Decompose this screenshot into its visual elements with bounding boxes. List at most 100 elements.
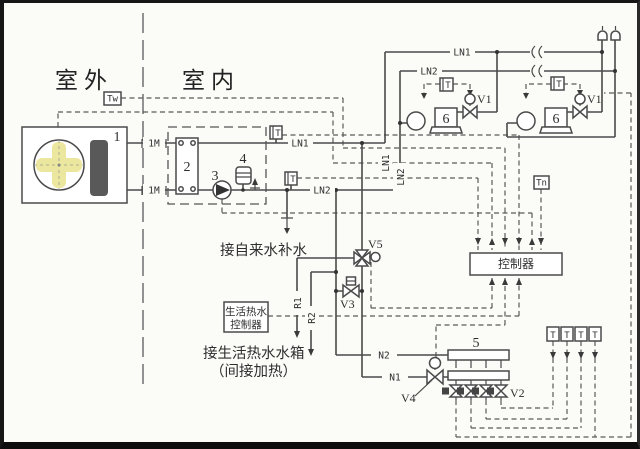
- v5-actuator-icon: [370, 251, 381, 263]
- pump-impeller: [216, 184, 230, 196]
- controller-label: 控制器: [498, 257, 534, 271]
- fan-coil-number: 6: [443, 112, 450, 127]
- v2-label: V2: [510, 386, 525, 400]
- control-line-dhw-controller: [268, 278, 520, 317]
- zone-indoor-label: 室内: [182, 68, 240, 93]
- pipe-label-ln2: LN2: [313, 186, 330, 197]
- control-line-heat-pump: [57, 111, 493, 250]
- expansion-tank-icon: [235, 166, 252, 185]
- heat-exchanger-number: 2: [184, 160, 191, 175]
- tn-sensor-box: [533, 175, 550, 190]
- fan-coil-b: 6 V1 T: [516, 76, 602, 134]
- makeup-water-icon: [281, 217, 293, 234]
- v1-label: V1: [587, 92, 602, 106]
- v1-valve-icon: [462, 104, 472, 120]
- v4-actuator-icon: [428, 356, 442, 370]
- pipe-label-ln2-top: LN2: [420, 67, 437, 78]
- r1-outlet-arrow: [294, 331, 300, 338]
- pipe-label-1m-supply: 1M: [148, 139, 160, 150]
- control-line-zone3: [470, 341, 582, 429]
- v2-actuator-icon: [442, 387, 449, 395]
- control-line-fancoil-a: [423, 83, 471, 94]
- room-thermostat-label: T: [578, 331, 584, 341]
- heat-pump-number: 1: [114, 130, 121, 145]
- room-thermostat-label: T: [592, 331, 598, 341]
- fan-coil-a: 6 V1 T: [406, 77, 492, 134]
- dhw-tank-note-line1: 接生活热水水箱: [203, 345, 305, 362]
- pipe-label-ln1: LN1: [291, 139, 308, 150]
- module-boundary: [167, 126, 267, 205]
- v1-actuator-icon: [574, 93, 586, 105]
- riser-label-r1: R1: [293, 297, 304, 309]
- dhw-controller-box: [223, 301, 269, 333]
- dhw-section: 生活热水 控制器 接生活热水水箱 （间接加热） 接自来水补水: [203, 242, 307, 380]
- manifold-assembly: 5 V4 V2: [401, 336, 525, 405]
- v2-actuator-icon: [457, 387, 464, 395]
- zone-valves-v2: V2: [442, 384, 525, 400]
- thermostat-label: T: [445, 81, 451, 91]
- room-thermostat-label: T: [564, 331, 570, 341]
- heat-pump-unit: 1: [21, 126, 128, 204]
- valve-v5: V5: [353, 237, 383, 267]
- v1-valve-icon: [572, 104, 582, 120]
- control-line-fancoil-b: [525, 83, 581, 94]
- tw-sensor-label: Tw: [107, 95, 118, 105]
- control-line-v5: [370, 262, 493, 309]
- control-line-supply-sensor: [282, 134, 520, 250]
- signal-arrows: [421, 90, 598, 359]
- compressor-icon: [90, 140, 108, 196]
- manifold-return-header: [447, 370, 510, 381]
- pipe-labels: 1M 1M LN1 LN2 LN1 LN2 LN1 LN2 R1 R2 N2 N…: [141, 46, 475, 384]
- r2-outlet-arrow: [308, 349, 314, 356]
- room-thermostats: T T T T: [546, 326, 602, 342]
- v3-label: V3: [340, 297, 355, 311]
- pipe-label-ln1-top: LN1: [453, 48, 470, 59]
- valve-v4: V4: [401, 356, 444, 405]
- tn-sensor-label: Tn: [536, 179, 547, 189]
- room-thermostat-label: T: [550, 331, 556, 341]
- v1-actuator-icon: [464, 93, 476, 105]
- expansion-tank-number: 4: [240, 152, 247, 167]
- fan-coil-base: [538, 126, 574, 134]
- v4-leader-line: [414, 379, 433, 397]
- v1-label: V1: [477, 92, 492, 106]
- manifold-supply-header: [447, 349, 510, 361]
- control-line-tw: [121, 97, 506, 250]
- control-line-zone4-loop: [455, 92, 632, 438]
- controller-box: [469, 252, 563, 276]
- tw-sensor-box: [103, 91, 122, 106]
- v2-actuator-icon: [487, 387, 494, 395]
- control-lines: [57, 83, 632, 438]
- pipe-label-1m-return: 1M: [148, 186, 160, 197]
- dhw-controller-label-line2: 控制器: [230, 318, 262, 331]
- air-vent-icons: [597, 26, 621, 41]
- supply-temp-sensor-label: T: [275, 129, 281, 139]
- thermostat-label: T: [556, 80, 562, 90]
- manifold-number: 5: [473, 336, 480, 351]
- control-line-v4: [435, 278, 506, 357]
- control-line-pump: [221, 199, 533, 250]
- riser-label-ln2: LN2: [396, 168, 407, 185]
- fan-coil-base: [428, 126, 464, 134]
- blower-icon: [406, 111, 426, 131]
- sensors: Tw Tn T T T T T T: [103, 91, 602, 342]
- blower-icon: [516, 111, 536, 131]
- riser-label-r2: R2: [307, 312, 318, 323]
- pump-number: 3: [212, 169, 219, 184]
- hydronic-module: 2 3 4: [167, 126, 267, 205]
- valve-v3: V3: [340, 276, 360, 311]
- v5-label: V5: [368, 237, 383, 251]
- v2-actuator-icon: [472, 387, 479, 395]
- zone-outdoor-label: 室外: [55, 68, 113, 93]
- return-temp-sensor-label: T: [290, 175, 296, 185]
- pipe-label-n1: N1: [389, 373, 401, 384]
- pipe-label-n2: N2: [378, 351, 389, 362]
- controller: 控制器: [469, 252, 563, 276]
- fan-coil-number: 6: [553, 112, 560, 127]
- v4-label: V4: [401, 391, 416, 405]
- safety-valve-icon: [250, 178, 260, 190]
- pipe-break-symbols: [530, 45, 544, 78]
- heat-exchanger-icon: [175, 137, 199, 195]
